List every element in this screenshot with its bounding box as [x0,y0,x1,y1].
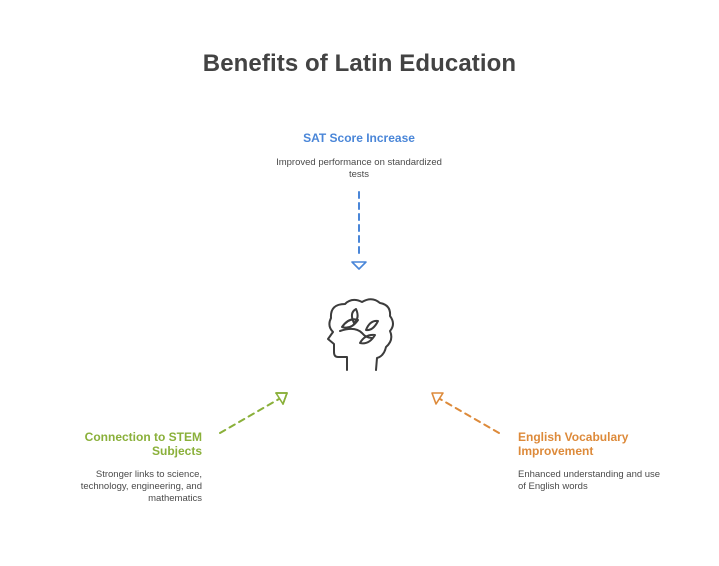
stem-connection-heading: Connection to STEM Subjects [84,430,202,458]
english-vocabulary-heading: English Vocabulary Improvement [518,430,629,458]
head-with-leaves-icon [327,298,394,371]
english-vocabulary-description: Enhanced understanding and use of Englis… [518,469,661,492]
page-title: Benefits of Latin Education [202,50,517,77]
english-vocabulary-arrow [431,392,500,434]
stem-connection-description: Stronger links to science, technology, e… [80,469,202,504]
sat-score-arrow [351,191,367,270]
sat-score-description: Improved performance on standardized tes… [276,157,442,180]
sat-score-heading: SAT Score Increase [303,131,415,145]
stem-connection-arrow [219,392,288,434]
